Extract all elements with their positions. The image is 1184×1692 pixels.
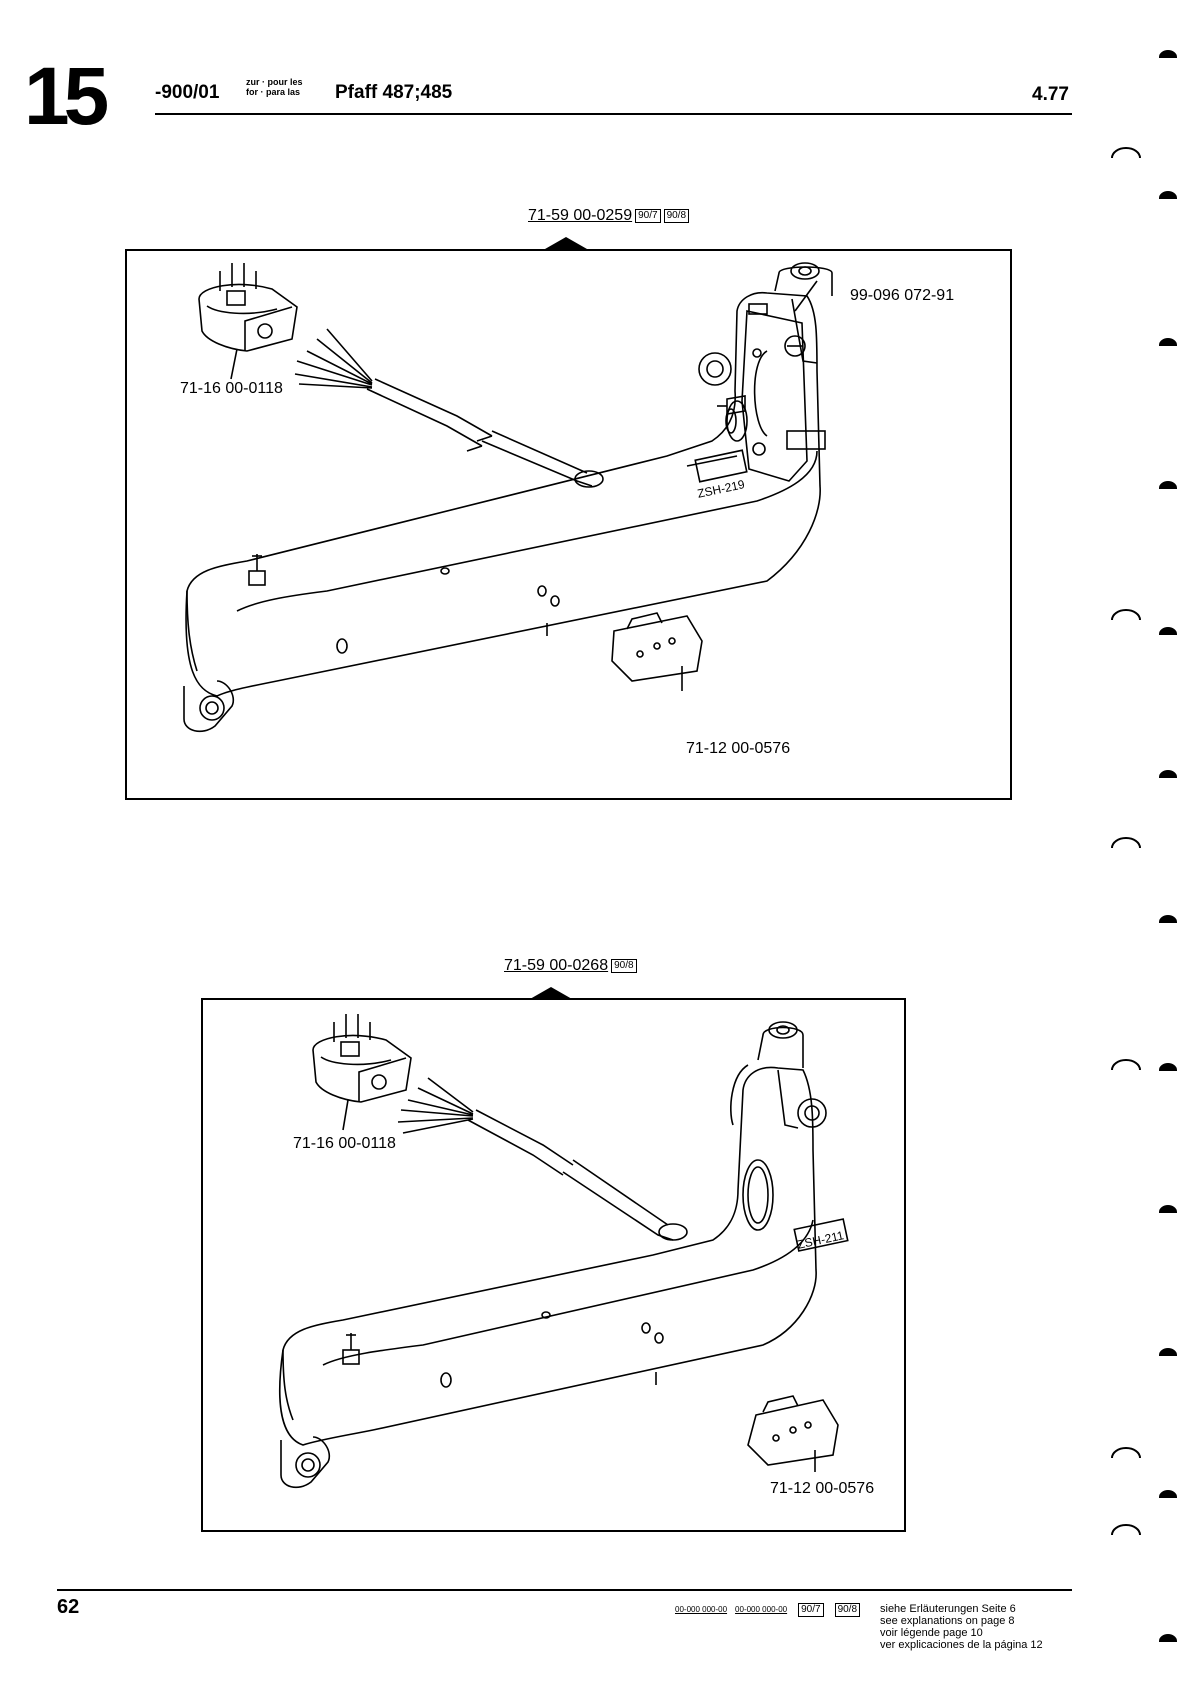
top-pointer-triangle — [545, 237, 587, 249]
for-label: zur · pour les for · para las — [246, 77, 303, 97]
for-label-line1: zur · pour les — [246, 77, 303, 87]
margin-mark — [1111, 1059, 1141, 1071]
top-badge-1: 90/7 — [635, 208, 661, 223]
bottom-assembly-drawing — [279, 1014, 849, 1489]
top-badge-2: 90/8 — [663, 208, 690, 223]
legend-code-a: 00-000 000-00 — [675, 1605, 728, 1615]
legend-code-b: 00-000 000-00 — [735, 1605, 788, 1615]
top-assembly-number: 71-59 00-0259 — [528, 207, 633, 224]
margin-mark — [1158, 50, 1178, 58]
model-code: -900/01 — [155, 82, 220, 103]
top-part-bracket-label: 99-096 072-91 — [850, 287, 955, 304]
legend-codes: 00-000 000-00 00-000 000-00 90/7 90/8 — [675, 1603, 868, 1617]
margin-mark — [1158, 627, 1178, 635]
legend-text: siehe Erläuterungen Seite 6 see explanat… — [880, 1603, 1043, 1651]
legend-line-de: siehe Erläuterungen Seite 6 — [880, 1603, 1016, 1615]
margin-mark — [1111, 147, 1141, 159]
margin-mark — [1158, 338, 1178, 346]
bottom-assembly-number: 71-59 00-0268 — [504, 957, 609, 974]
margin-mark — [1158, 1634, 1178, 1642]
top-part-microswitch-label: 71-12 00-0576 — [686, 740, 791, 757]
bottom-pointer-triangle — [530, 987, 572, 999]
margin-mark — [1111, 837, 1141, 849]
margin-mark — [1158, 1063, 1178, 1071]
legend-badge-1: 90/7 — [798, 1603, 824, 1617]
margin-mark — [1158, 1490, 1178, 1498]
page-number: 62 — [57, 1596, 80, 1618]
top-assembly-drawing — [183, 262, 833, 733]
edition-date: 4.77 — [1032, 84, 1069, 105]
margin-mark — [1111, 1447, 1141, 1459]
legend-line-en: see explanations on page 8 — [880, 1615, 1015, 1627]
margin-mark — [1158, 191, 1178, 199]
machine-name: Pfaff 487;485 — [335, 82, 453, 103]
legend-line-es: ver explicaciones de la página 12 — [880, 1639, 1043, 1651]
margin-mark — [1158, 770, 1178, 778]
bottom-part-connector-label: 71-16 00-0118 — [293, 1135, 396, 1152]
top-part-connector-label: 71-16 00-0118 — [180, 380, 283, 397]
section-number: 15 — [24, 51, 109, 142]
bottom-assembly-frame — [201, 998, 906, 1532]
margin-mark — [1158, 915, 1178, 923]
bottom-badge-1: 90/8 — [611, 958, 637, 973]
footer-rule — [57, 1589, 1072, 1591]
margin-mark — [1158, 1348, 1178, 1356]
bottom-part-microswitch-label: 71-12 00-0576 — [770, 1480, 875, 1497]
margin-mark — [1111, 609, 1141, 621]
legend-line-fr: voir légende page 10 — [880, 1627, 983, 1639]
legend-badge-2: 90/8 — [834, 1603, 861, 1617]
margin-mark — [1158, 481, 1178, 489]
for-label-line2: for · para las — [246, 87, 301, 97]
top-assembly-frame — [125, 249, 1012, 800]
margin-mark — [1111, 1524, 1141, 1536]
margin-mark — [1158, 1205, 1178, 1213]
header-rule — [155, 113, 1072, 115]
